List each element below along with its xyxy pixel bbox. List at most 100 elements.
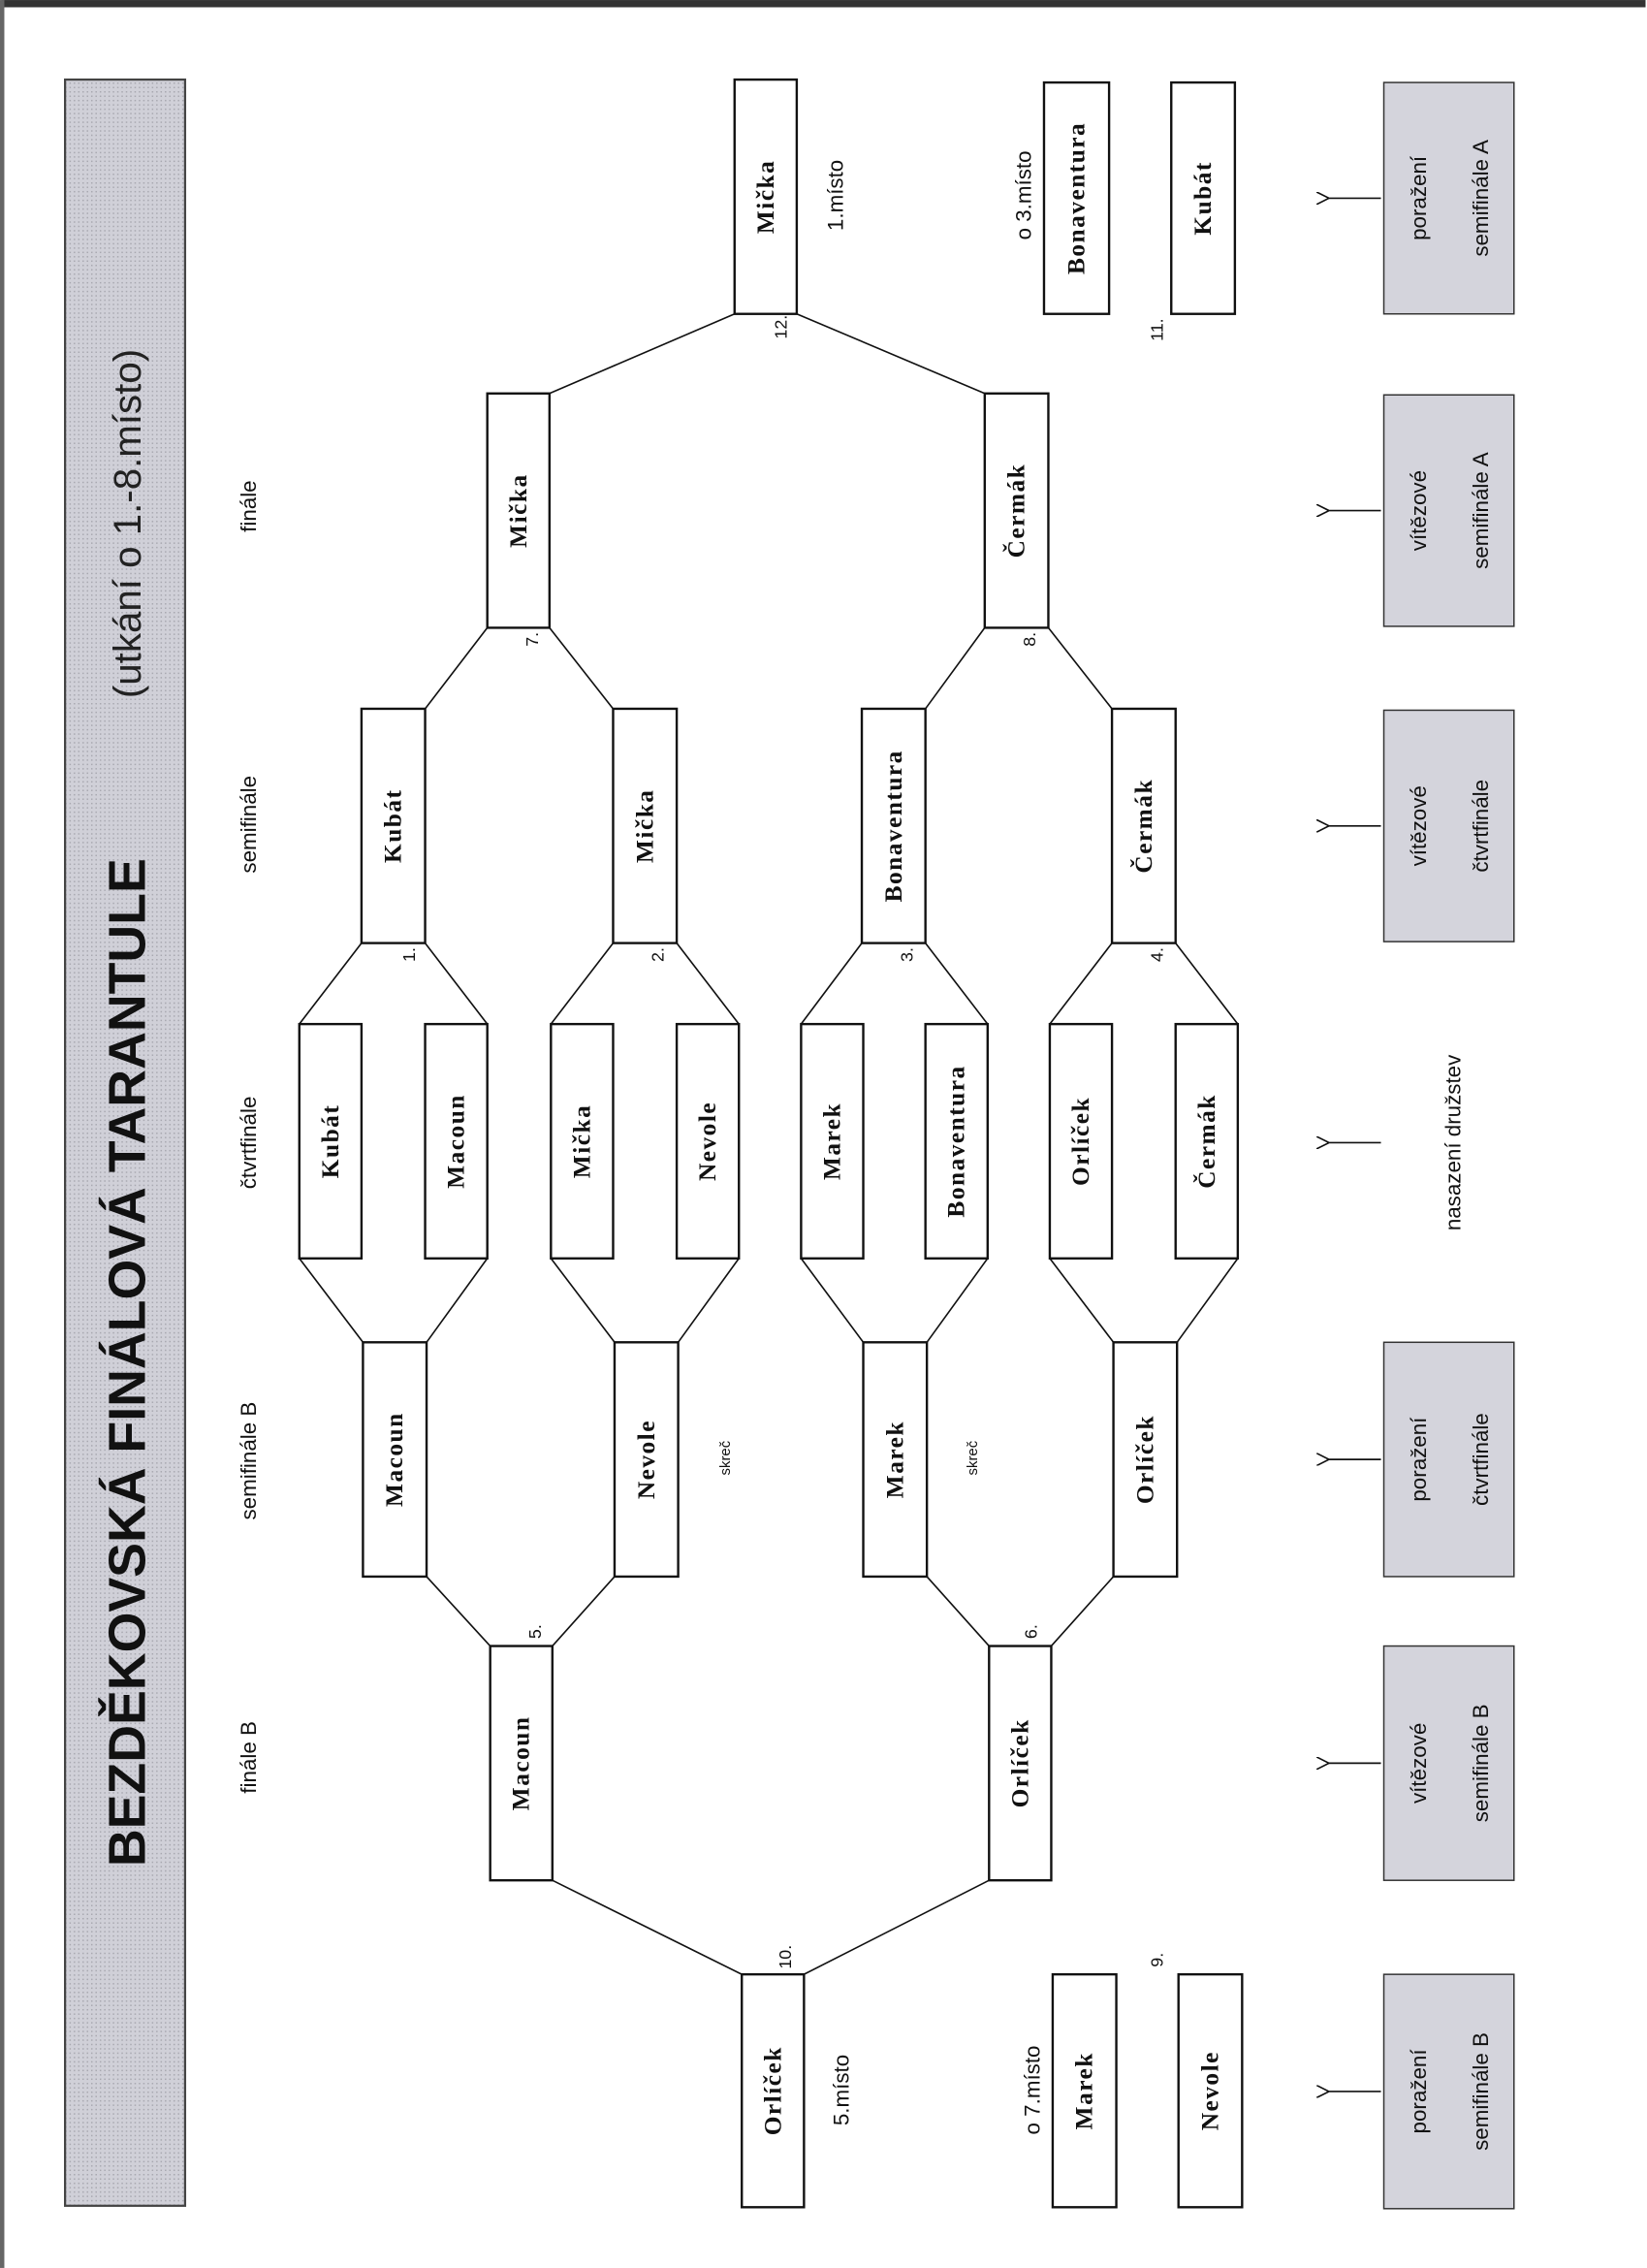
legend-item-box (1382, 394, 1515, 627)
semifinal-b-team: Macoun (381, 1412, 408, 1507)
quarterfinal-team: Macoun (443, 1094, 470, 1189)
quarterfinal-team: Orlíček (1067, 1097, 1094, 1186)
first-place-label: 1.místo (824, 160, 848, 231)
legend-line1: vítězové (1407, 470, 1431, 551)
quarterfinal-team: Bonaventura (943, 1065, 970, 1217)
bracket-lines (299, 312, 1239, 1975)
connector-line (424, 942, 489, 1025)
connector-line (803, 1879, 990, 1975)
connector-line (925, 626, 986, 710)
semifinal-b-team-box (862, 1341, 929, 1579)
semifinal-a-team-box (1110, 707, 1177, 944)
connector-line (549, 626, 615, 710)
connector-line (926, 1258, 989, 1343)
quarterfinal-team-box (550, 1022, 615, 1260)
quarterfinal-team: Mička (568, 1104, 595, 1178)
quarterfinal-team-box (924, 1022, 989, 1260)
match-number: 8. (1020, 632, 1039, 647)
match-number: 9. (1147, 1953, 1166, 1967)
scan-edge (1, 0, 1646, 8)
third-place-team: Bonaventura (1063, 122, 1091, 274)
quarterfinal-team-box (298, 1022, 364, 1260)
semifinal-b-team: Marek (881, 1421, 908, 1498)
connector-line (552, 1576, 616, 1647)
title-banner (64, 78, 187, 2207)
connector-line (800, 942, 863, 1025)
legend-seeding: nasazení družstev (1441, 1054, 1466, 1230)
legend-item-box (1382, 1973, 1515, 2210)
connector-line (550, 942, 615, 1025)
quarterfinal-team-box (424, 1022, 489, 1260)
match-number: 10. (776, 1945, 795, 1969)
legend-item-box (1382, 709, 1515, 942)
legend-item-box (1382, 1341, 1515, 1578)
connector-line (1049, 942, 1113, 1025)
match-number: 5. (525, 1624, 545, 1639)
match-number: 6. (1022, 1624, 1041, 1639)
match-number: 3. (897, 947, 916, 962)
legend-item-box (1382, 81, 1515, 315)
legend-line1: poražení (1407, 2049, 1431, 2134)
connector-line (426, 1258, 489, 1343)
seventh-place-label: o 7.místo (1021, 2046, 1045, 2135)
round-label-semifinal_b: semifinále B (237, 1402, 261, 1520)
third-place-team-box (1170, 80, 1237, 315)
quarterfinal-team: Čermák (1192, 1094, 1220, 1189)
connector-line (677, 1258, 740, 1343)
semifinal-a-team-box (860, 707, 927, 944)
legend-line2: semifinále B (1469, 1704, 1493, 1822)
connector-line (1050, 1576, 1115, 1647)
final-a-team: Čermák (1002, 463, 1030, 559)
semifinal-a-team: Mička (631, 789, 658, 863)
match-number: 7. (523, 632, 542, 647)
quarterfinal-team-box (1174, 1022, 1240, 1260)
semifinal-b-team: Orlíček (1131, 1415, 1158, 1504)
fifth-place-label: 5.místo (830, 2055, 854, 2125)
note-forfeit: skreč (718, 1440, 734, 1475)
note-forfeit: skreč (966, 1440, 981, 1475)
quarterfinal-team-box (675, 1022, 741, 1260)
fifth-place-team: Orlíček (759, 2046, 786, 2135)
fifth-place-team-box (741, 1972, 806, 2209)
first-place-team: Mička (752, 160, 779, 234)
seventh-place-team-box (1051, 1972, 1118, 2209)
final-a-team: Mička (505, 473, 532, 547)
semifinal-a-team: Čermák (1129, 779, 1157, 874)
legend-line2: semifinále A (1469, 452, 1493, 569)
connector-line (552, 1879, 743, 1975)
semifinal-a-team-box (612, 707, 679, 944)
round-label-final: finále (237, 480, 261, 531)
semifinal-a-team: Bonaventura (880, 750, 907, 902)
connector-line (550, 1258, 616, 1343)
final-a-team-box (983, 392, 1050, 629)
connector-line (1047, 626, 1113, 710)
scan-edge-left (0, 0, 5, 2268)
connector-line (299, 1258, 364, 1343)
final-a-team-box (486, 392, 552, 629)
legend-line1: poražení (1407, 1417, 1431, 1502)
final-b-team: Orlíček (1006, 1718, 1033, 1807)
match-number: 12. (771, 315, 790, 339)
seventh-place-team: Nevole (1197, 2051, 1224, 2130)
third-place-team-box (1042, 80, 1111, 315)
connector-line (426, 1576, 491, 1647)
quarterfinal-team: Nevole (694, 1102, 721, 1181)
third-place-team: Kubát (1189, 161, 1217, 235)
connector-line (424, 626, 489, 710)
connector-line (1049, 1258, 1115, 1343)
legend-line2: semifinále A (1469, 140, 1493, 257)
match-number: 11. (1147, 318, 1166, 341)
round-label-final_b: finále B (237, 1721, 261, 1794)
connector-line (676, 942, 740, 1025)
legend-line2: čtvrtfinále (1469, 780, 1493, 873)
match-number: 4. (1147, 947, 1166, 962)
quarterfinal-team: Marek (818, 1102, 845, 1180)
legend-line2: čtvrtfinále (1469, 1413, 1493, 1506)
semifinal-a-team: Kubát (380, 789, 407, 863)
connector-line (925, 942, 989, 1025)
connector-line (796, 312, 986, 395)
final-b-team-box (489, 1645, 554, 1882)
semifinal-b-team-box (362, 1341, 428, 1579)
